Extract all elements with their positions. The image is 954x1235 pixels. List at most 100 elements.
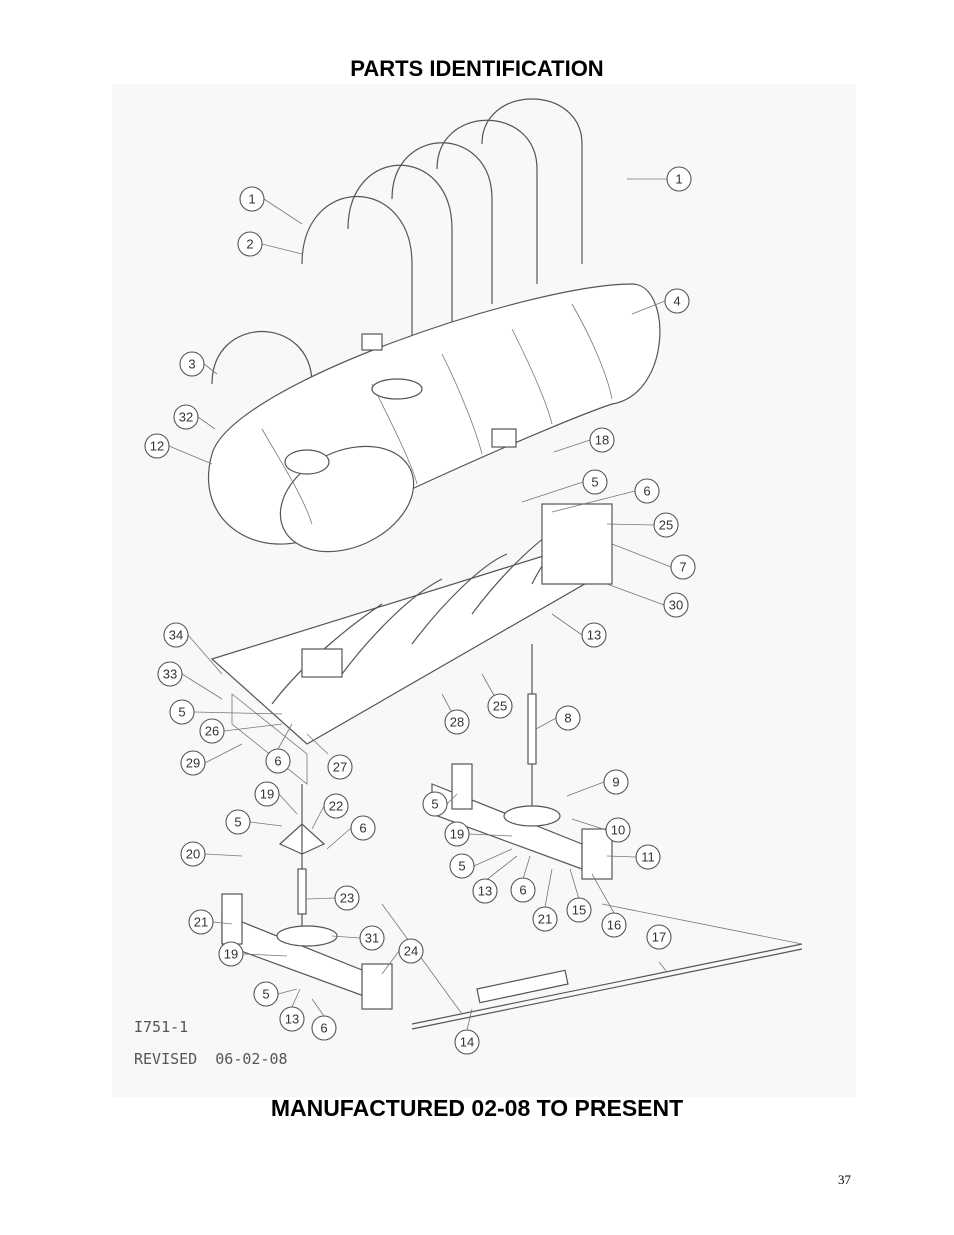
callout-22: 22 bbox=[311, 793, 349, 830]
svg-text:5: 5 bbox=[431, 797, 438, 812]
svg-text:6: 6 bbox=[320, 1021, 327, 1036]
svg-text:5: 5 bbox=[458, 859, 465, 874]
callout-29: 29 bbox=[180, 743, 243, 776]
callout-13-rear: 13 bbox=[279, 988, 305, 1032]
callout-25-mid: 25 bbox=[481, 673, 513, 719]
svg-text:34: 34 bbox=[169, 628, 183, 643]
callout-5-mid: 5 bbox=[169, 699, 283, 725]
callout-27: 27 bbox=[306, 733, 353, 780]
svg-text:24: 24 bbox=[404, 944, 418, 959]
callout-13-front: 13 bbox=[472, 855, 518, 904]
svg-text:14: 14 bbox=[460, 1035, 474, 1050]
svg-text:1: 1 bbox=[675, 172, 682, 187]
svg-text:17: 17 bbox=[652, 930, 666, 945]
callout-5-rear-top: 5 bbox=[225, 809, 283, 835]
svg-text:9: 9 bbox=[612, 775, 619, 790]
svg-text:21: 21 bbox=[194, 915, 208, 930]
callout-8: 8 bbox=[535, 705, 581, 731]
svg-text:25: 25 bbox=[493, 699, 507, 714]
page-number: 37 bbox=[838, 1172, 851, 1187]
svg-text:5: 5 bbox=[234, 815, 241, 830]
callout-25-top: 25 bbox=[606, 512, 679, 538]
callout-14: 14 bbox=[454, 1008, 480, 1055]
callout-31: 31 bbox=[331, 925, 385, 951]
svg-text:13: 13 bbox=[285, 1012, 299, 1027]
callout-20: 20 bbox=[180, 841, 243, 867]
callout-19-rear: 19 bbox=[218, 941, 288, 967]
svg-text:30: 30 bbox=[669, 598, 683, 613]
svg-text:5: 5 bbox=[591, 475, 598, 490]
svg-text:15: 15 bbox=[572, 903, 586, 918]
callout-5-rear: 5 bbox=[253, 981, 298, 1007]
svg-text:6: 6 bbox=[359, 821, 366, 836]
callout-6-rear-top: 6 bbox=[326, 815, 376, 850]
callout-30: 30 bbox=[606, 583, 689, 618]
callout-28: 28 bbox=[441, 693, 470, 735]
svg-text:26: 26 bbox=[205, 724, 219, 739]
svg-text:32: 32 bbox=[179, 410, 193, 425]
callout-24: 24 bbox=[381, 938, 424, 975]
parts-diagram: 1 1 2 3 4 32 12 18 5 6 25 7 30 13 34 33 … bbox=[112, 84, 856, 1097]
svg-text:25: 25 bbox=[659, 518, 673, 533]
svg-text:8: 8 bbox=[564, 711, 571, 726]
frame bbox=[210, 503, 613, 785]
tongue bbox=[381, 903, 803, 1030]
callout-1-left: 1 bbox=[239, 186, 303, 225]
svg-text:31: 31 bbox=[365, 931, 379, 946]
page-title: PARTS IDENTIFICATION bbox=[350, 56, 604, 81]
callout-34: 34 bbox=[163, 622, 223, 675]
svg-text:33: 33 bbox=[163, 667, 177, 682]
callout-13-top: 13 bbox=[551, 613, 607, 648]
callout-2: 2 bbox=[237, 231, 303, 257]
callout-21-rear: 21 bbox=[188, 909, 233, 935]
rear-axle bbox=[221, 784, 393, 1010]
callout-16: 16 bbox=[591, 873, 627, 938]
drawing-revision: REVISED 06-02-08 bbox=[134, 1050, 288, 1068]
callout-23: 23 bbox=[306, 885, 360, 911]
callout-7: 7 bbox=[611, 543, 696, 580]
svg-text:5: 5 bbox=[262, 987, 269, 1002]
svg-text:2: 2 bbox=[246, 237, 253, 252]
tank bbox=[207, 283, 661, 553]
svg-text:1: 1 bbox=[248, 192, 255, 207]
callout-4: 4 bbox=[631, 288, 690, 315]
svg-text:13: 13 bbox=[587, 628, 601, 643]
callout-6-mid: 6 bbox=[265, 723, 293, 774]
callout-3: 3 bbox=[179, 351, 218, 377]
callout-5-front-low: 5 bbox=[449, 848, 513, 879]
svg-text:5: 5 bbox=[178, 705, 185, 720]
svg-text:12: 12 bbox=[150, 439, 164, 454]
callout-10: 10 bbox=[571, 817, 631, 843]
manufactured-caption: MANUFACTURED 02-08 TO PRESENT bbox=[270, 1095, 684, 1121]
svg-text:6: 6 bbox=[519, 883, 526, 898]
callout-32: 32 bbox=[173, 404, 216, 430]
drawing-number: I751-1 bbox=[134, 1018, 188, 1036]
svg-text:18: 18 bbox=[595, 433, 609, 448]
callout-11: 11 bbox=[606, 844, 661, 870]
callout-12: 12 bbox=[144, 433, 213, 465]
svg-text:20: 20 bbox=[186, 847, 200, 862]
svg-text:13: 13 bbox=[478, 884, 492, 899]
callout-19-front: 19 bbox=[444, 821, 513, 847]
callout-18: 18 bbox=[553, 427, 615, 453]
callout-9: 9 bbox=[566, 769, 629, 797]
callout-5-front: 5 bbox=[422, 791, 458, 817]
svg-text:11: 11 bbox=[641, 850, 655, 865]
callout-1-right: 1 bbox=[627, 166, 692, 192]
svg-text:22: 22 bbox=[329, 799, 343, 814]
callout-5-top: 5 bbox=[521, 469, 608, 503]
svg-text:19: 19 bbox=[224, 947, 238, 962]
svg-text:23: 23 bbox=[340, 891, 354, 906]
svg-text:16: 16 bbox=[607, 918, 621, 933]
svg-text:6: 6 bbox=[274, 754, 281, 769]
callout-33: 33 bbox=[157, 661, 223, 700]
svg-text:21: 21 bbox=[538, 912, 552, 927]
svg-text:28: 28 bbox=[450, 715, 464, 730]
svg-text:7: 7 bbox=[679, 560, 686, 575]
callout-21-front: 21 bbox=[532, 868, 558, 932]
svg-text:19: 19 bbox=[260, 787, 274, 802]
svg-text:29: 29 bbox=[186, 756, 200, 771]
svg-text:19: 19 bbox=[450, 827, 464, 842]
callout-6-top: 6 bbox=[551, 478, 660, 513]
callout-19-top: 19 bbox=[254, 781, 298, 815]
